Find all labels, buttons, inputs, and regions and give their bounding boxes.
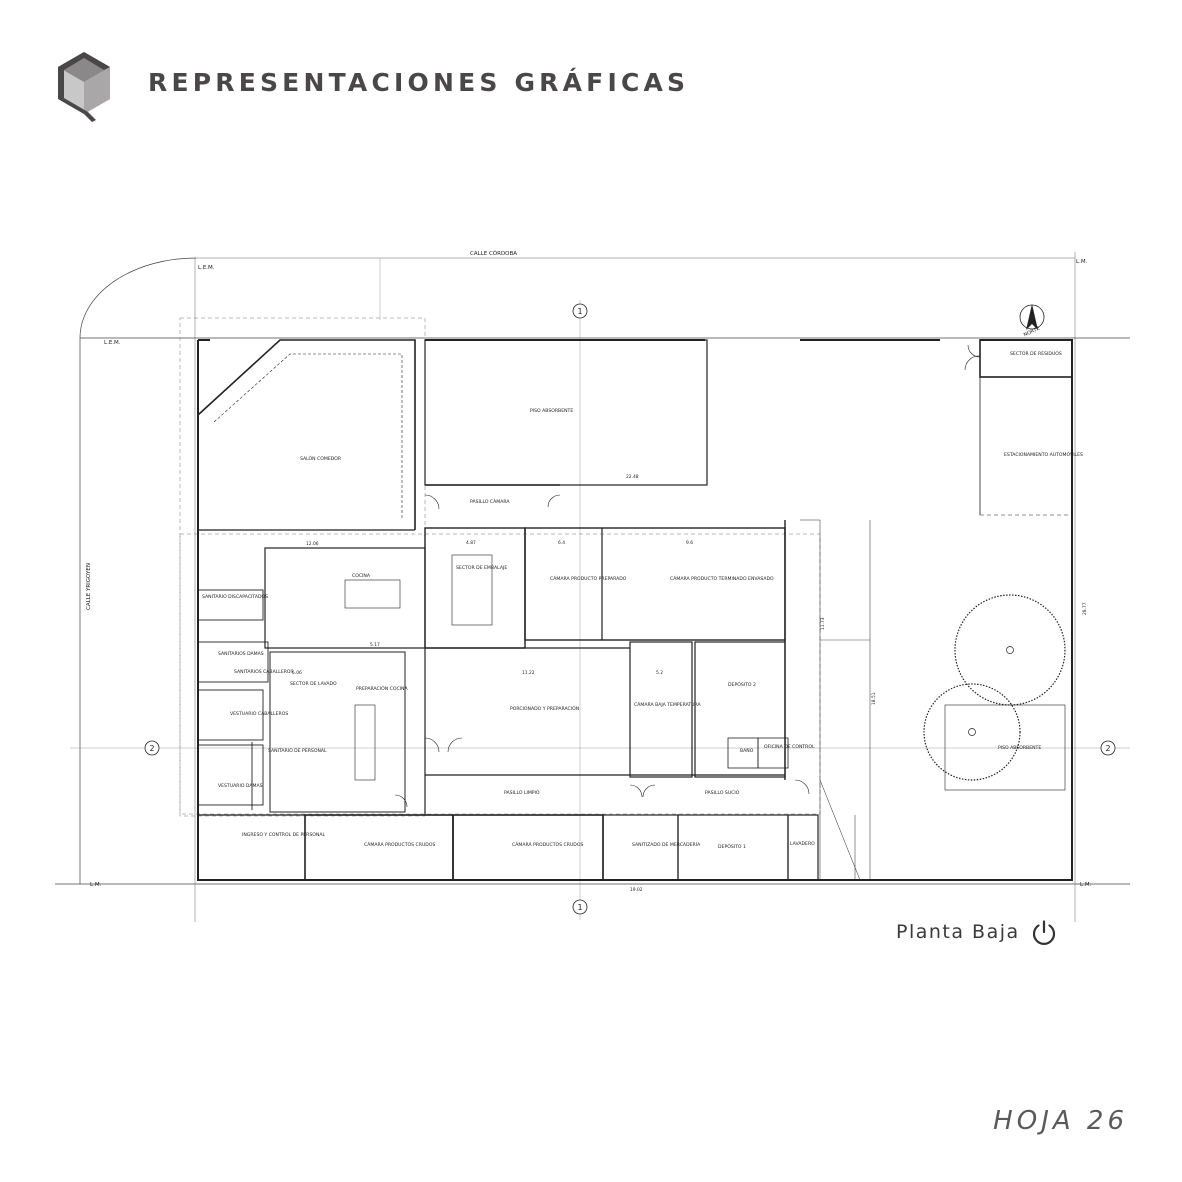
room-label: DEPÓSITO 1 <box>718 843 746 850</box>
room-label: LAVADERO <box>790 841 815 847</box>
room-label: VESTUARIO DAMAS <box>218 783 263 789</box>
room-label: VESTUARIO CABALLEROS <box>230 711 288 717</box>
page-title: REPRESENTACIONES GRÁFICAS <box>148 68 690 97</box>
street-left-label: CALLE YRIGOYEN <box>86 563 92 610</box>
room-label: PASILLO SUCIO <box>705 790 740 796</box>
power-icon <box>1032 920 1056 945</box>
dimension-label: 5.06 <box>292 670 302 676</box>
dimension-label: 12.06 <box>306 541 319 547</box>
dimension-label: 4.87 <box>466 540 476 546</box>
room-label: CÁMARA BAJA TEMPERATURA <box>634 701 702 708</box>
axis-marker: 1 <box>577 903 582 912</box>
room-label: PORCIONADO Y PREPARACIÓN <box>510 705 579 712</box>
room-label: CÁMARA PRODUCTOS CRUDOS <box>364 841 435 848</box>
dimension-label: 22.48 <box>626 474 639 480</box>
dimension-label: 6.4 <box>558 540 565 546</box>
room-label: CÁMARA PRODUCTOS CRUDOS <box>512 841 583 848</box>
axis-marker: 2 <box>1105 744 1110 753</box>
north-label: NORTE <box>1023 326 1041 339</box>
room-label: BAÑO <box>740 747 754 754</box>
room-label: SECTOR DE EMBALAJE <box>456 565 507 571</box>
dimension-label: 11.22 <box>522 670 535 676</box>
boundary-label: L.M. <box>1080 882 1092 888</box>
boundary-label: L.M. <box>90 882 102 888</box>
room-label: SANITARIOS CABALLEROS <box>234 669 294 675</box>
room-label: PASILLO LIMPIO <box>504 790 540 796</box>
room-label: SECTOR DE RESIDUOS <box>1010 351 1062 357</box>
room-label: DEPÓSITO 2 <box>728 681 756 688</box>
room-label: SANITIZADO DE MERCADERÍA <box>632 841 701 848</box>
boundary-label: L.E.M. <box>198 265 215 271</box>
boundary-label: L.E.M. <box>104 340 121 346</box>
street-top-label: CALLE CÓRDOBA <box>470 250 517 257</box>
room-label: INGRESO Y CONTROL DE PERSONAL <box>242 832 325 838</box>
axis-marker: 1 <box>577 307 582 316</box>
room-label: SECTOR DE LAVADO <box>290 681 337 687</box>
dimension-label: 28.77 <box>1082 602 1088 615</box>
dimension-label: 5.2 <box>656 670 663 676</box>
dimension-label: 18.51 <box>871 692 877 705</box>
room-label: OFICINA DE CONTROL <box>764 744 815 750</box>
dimension-label: 11.73 <box>820 617 826 630</box>
room-labels: SECTOR DE RESIDUOS PISO ABSORBENTE ESTAC… <box>202 351 1083 850</box>
axis-marker: 2 <box>149 744 154 753</box>
dimension-labels: 22.48 12.06 9.6 6.4 4.87 5.17 11.22 5.2 … <box>292 474 1088 893</box>
room-label: PISO ABSORBENTE <box>530 408 573 414</box>
room-label: SALÓN COMEDOR <box>300 455 342 462</box>
room-label: PISO ABSORBENTE <box>998 745 1041 751</box>
room-label: ESTACIONAMIENTO AUTOMÓVILES <box>1004 451 1083 458</box>
room-label: CÁMARA PRODUCTO PREPARADO <box>550 575 627 582</box>
north-arrow-icon <box>1019 304 1045 330</box>
room-label: SANITARIO DISCAPACITADOS <box>202 594 268 600</box>
room-label: SANITARIO DE PERSONAL <box>268 748 327 754</box>
dimension-label: 19.02 <box>630 887 643 893</box>
cube-icon <box>58 52 110 122</box>
dimension-label: 5.17 <box>370 642 380 648</box>
dimension-label: 9.6 <box>686 540 693 546</box>
plan-caption: Planta Baja <box>896 921 1020 943</box>
room-label: PASILLO CÁMARA <box>470 498 510 505</box>
boundary-label: L.M. <box>1076 259 1088 265</box>
room-label: PREPARACIÓN COCINA <box>356 685 408 692</box>
room-label: COCINA <box>352 573 371 579</box>
sheet-label: HOJA 26 <box>993 1106 1128 1136</box>
room-label: SANITARIOS DAMAS <box>218 651 264 657</box>
room-label: CÁMARA PRODUCTO TERMINADO ENVASADO <box>670 575 774 582</box>
